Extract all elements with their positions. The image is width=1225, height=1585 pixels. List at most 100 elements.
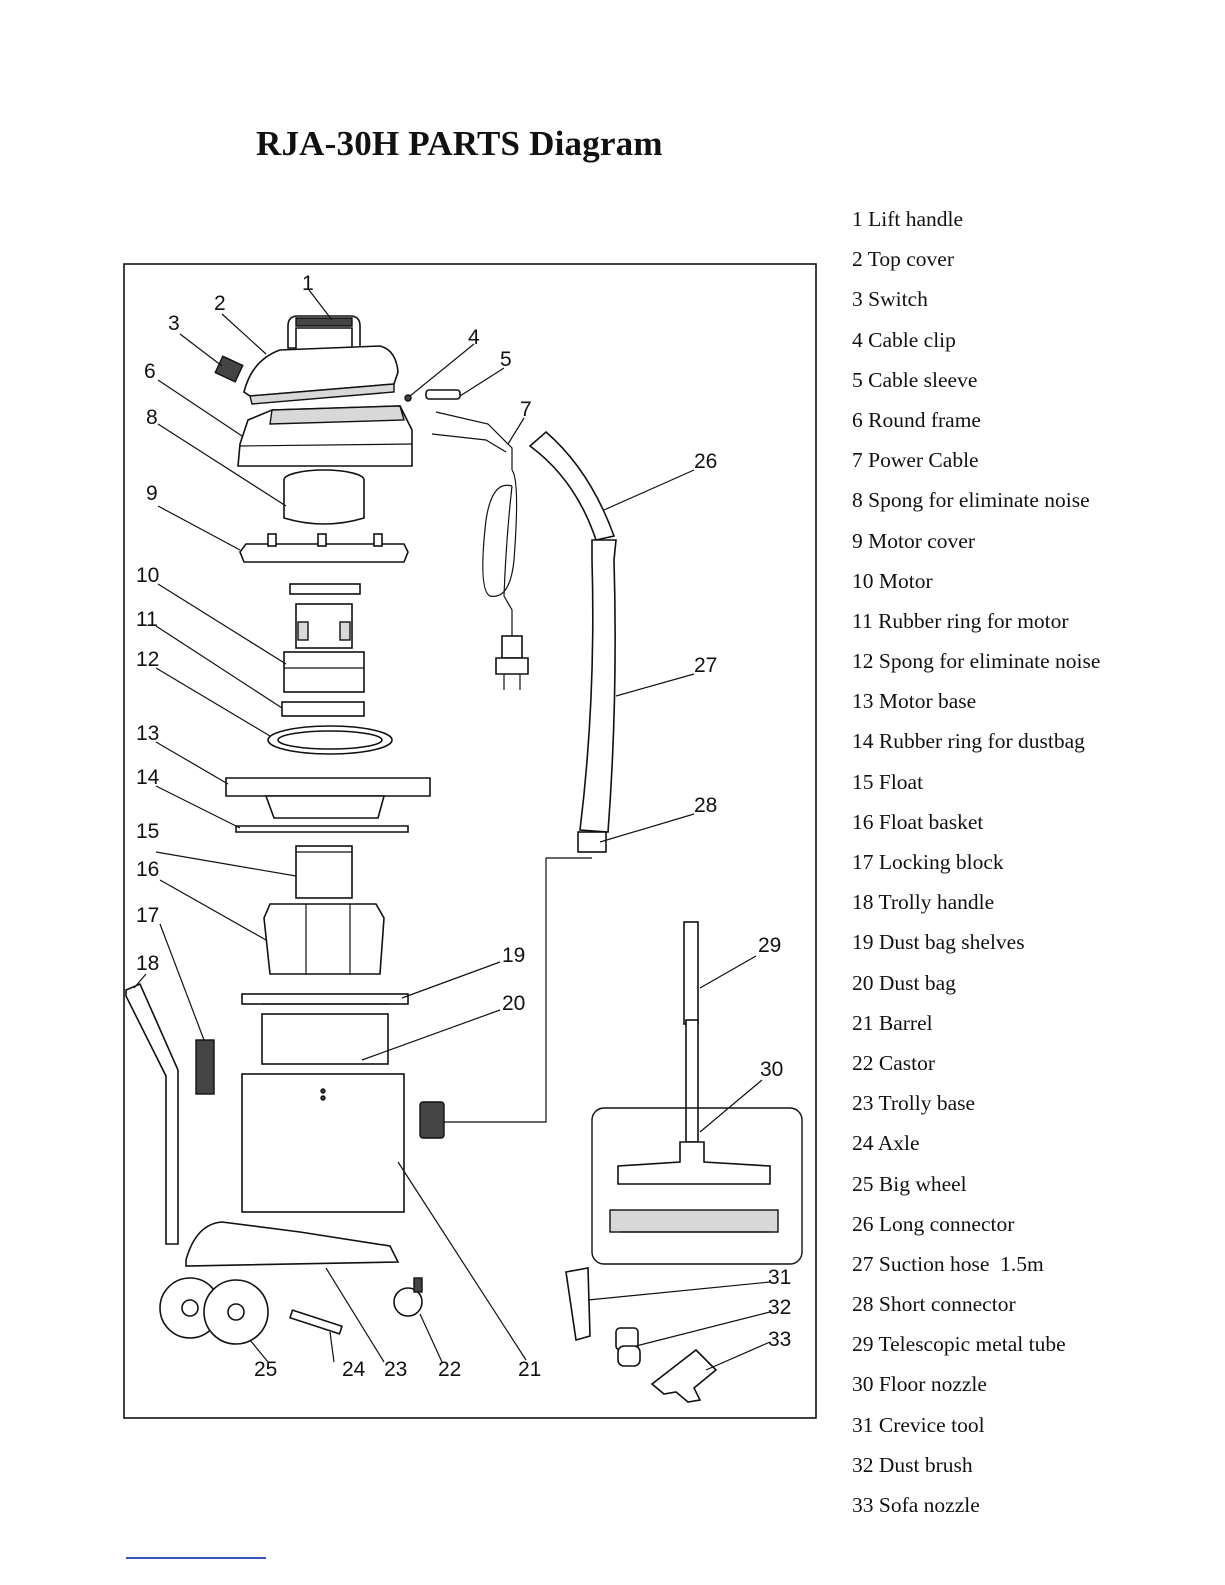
part-motor-cover: [239, 533, 409, 563]
parts-legend: 1 Lift handle 2 Top cover 3 Switch 4 Cab…: [852, 205, 1100, 1531]
legend-item: 21 Barrel: [852, 1010, 933, 1035]
legend-item: 16 Float basket: [852, 809, 984, 834]
part-switch: [214, 355, 244, 383]
footer-rule: [126, 1557, 266, 1559]
callout-20: 20: [502, 992, 525, 1015]
diagram-frame: [123, 263, 817, 1419]
part-rubber-ring-motor: [281, 701, 365, 717]
cable-route-line: [444, 857, 592, 1123]
callout-31: 31: [768, 1266, 791, 1289]
part-dust-bag-shelves: [241, 993, 409, 1005]
callout-25: 25: [254, 1358, 277, 1381]
callout-18: 18: [136, 952, 159, 975]
part-long-connector: [528, 430, 616, 541]
callout-4: 4: [468, 326, 480, 349]
callout-7: 7: [520, 398, 532, 421]
part-castor: [393, 1277, 423, 1317]
callout-24: 24: [342, 1358, 366, 1381]
legend-item: 4 Cable clip: [852, 327, 956, 352]
callout-2: 2: [214, 292, 226, 315]
callout-3: 3: [168, 312, 180, 335]
legend-item: 11 Rubber ring for motor: [852, 608, 1069, 633]
part-motor: [283, 583, 365, 693]
legend-item: 23 Trolly base: [852, 1091, 976, 1116]
callout-33: 33: [768, 1328, 791, 1351]
callout-10: 10: [136, 564, 159, 587]
callout-9: 9: [146, 482, 158, 505]
leader-lines: [133, 289, 771, 1371]
callout-14: 14: [136, 766, 160, 789]
part-cable-sleeve: [425, 389, 461, 400]
callout-27: 27: [694, 654, 717, 677]
legend-item: 32 Dust brush: [852, 1452, 973, 1477]
callout-6: 6: [144, 360, 156, 383]
legend-item: 24 Axle: [852, 1131, 920, 1156]
legend-item: 6 Round frame: [852, 407, 981, 432]
legend-item: 22 Castor: [852, 1050, 936, 1075]
callout-26: 26: [694, 450, 717, 473]
legend-item: 33 Sofa nozzle: [852, 1493, 980, 1517]
part-axle: [289, 1309, 343, 1335]
legend-item: 5 Cable sleeve: [852, 367, 978, 392]
part-cable-clip: [404, 394, 412, 402]
legend-item: 28 Short connector: [852, 1292, 1016, 1317]
callout-23: 23: [384, 1358, 407, 1381]
legend-item: 26 Long connector: [852, 1211, 1015, 1236]
part-rubber-ring-dustbag: [235, 825, 409, 833]
legend-item: 20 Dust bag: [852, 970, 956, 995]
legend-item: 7 Power Cable: [852, 448, 979, 473]
part-trolly-handle: [125, 982, 179, 1245]
legend-item: 31 Crevice tool: [852, 1412, 985, 1437]
part-barrel: [241, 1073, 405, 1213]
callout-12: 12: [136, 648, 159, 671]
legend-item: 14 Rubber ring for dustbag: [852, 729, 1085, 754]
legend-item: 12 Spong for eliminate noise: [852, 649, 1101, 674]
legend-item: 29 Telescopic metal tube: [852, 1332, 1066, 1357]
callout-11: 11: [136, 608, 158, 631]
legend-item: 15 Float: [852, 769, 924, 794]
part-telescopic-tube: [683, 921, 699, 1143]
part-locking-block: [195, 1039, 215, 1095]
legend-item: 3 Switch: [852, 287, 928, 312]
part-suction-hose: [579, 539, 617, 833]
diagram-title: RJA-30H PARTS Diagram: [256, 124, 663, 163]
legend-item: 30 Floor nozzle: [852, 1372, 987, 1397]
part-big-wheels: [159, 1277, 269, 1345]
callout-16: 16: [136, 858, 159, 881]
part-float: [295, 845, 353, 899]
legend-item: 17 Locking block: [852, 850, 1004, 874]
callout-15: 15: [136, 820, 159, 843]
part-crevice-tool: [565, 1267, 591, 1342]
legend-item: 1 Lift handle: [852, 207, 964, 231]
legend-item: 25 Big wheel: [852, 1171, 967, 1196]
callout-22: 22: [438, 1358, 461, 1381]
callout-28: 28: [694, 794, 717, 817]
callout-30: 30: [760, 1058, 783, 1081]
part-barrel-clip: [419, 1101, 445, 1139]
part-spong-top: [283, 469, 365, 525]
part-dust-bag: [261, 1013, 389, 1065]
legend-item: 13 Motor base: [852, 689, 977, 714]
part-round-frame: [237, 405, 413, 467]
callout-19: 19: [502, 944, 525, 967]
legend-item: 8 Spong for eliminate noise: [852, 488, 1090, 513]
part-top-cover: [243, 345, 399, 405]
callout-8: 8: [146, 406, 158, 429]
part-motor-base: [225, 777, 431, 819]
legend-item: 19 Dust bag shelves: [852, 930, 1025, 955]
part-floor-nozzle-frame: [591, 1107, 803, 1265]
callout-labels: 1 2 3 4 5 6 7 8 9 10 11 12 13 14 15 16 1…: [136, 272, 791, 1381]
part-float-basket: [263, 903, 385, 975]
callout-32: 32: [768, 1296, 791, 1319]
legend-item: 2 Top cover: [852, 247, 955, 272]
callout-21: 21: [518, 1358, 541, 1381]
part-short-connector: [577, 831, 607, 853]
callout-1: 1: [302, 272, 314, 295]
callout-17: 17: [136, 904, 159, 927]
part-trolly-base: [185, 1221, 400, 1267]
part-lift-handle: [287, 315, 361, 349]
part-sofa-nozzle: [650, 1348, 718, 1403]
legend-item: 18 Trolly handle: [852, 890, 995, 915]
callout-5: 5: [500, 348, 512, 371]
